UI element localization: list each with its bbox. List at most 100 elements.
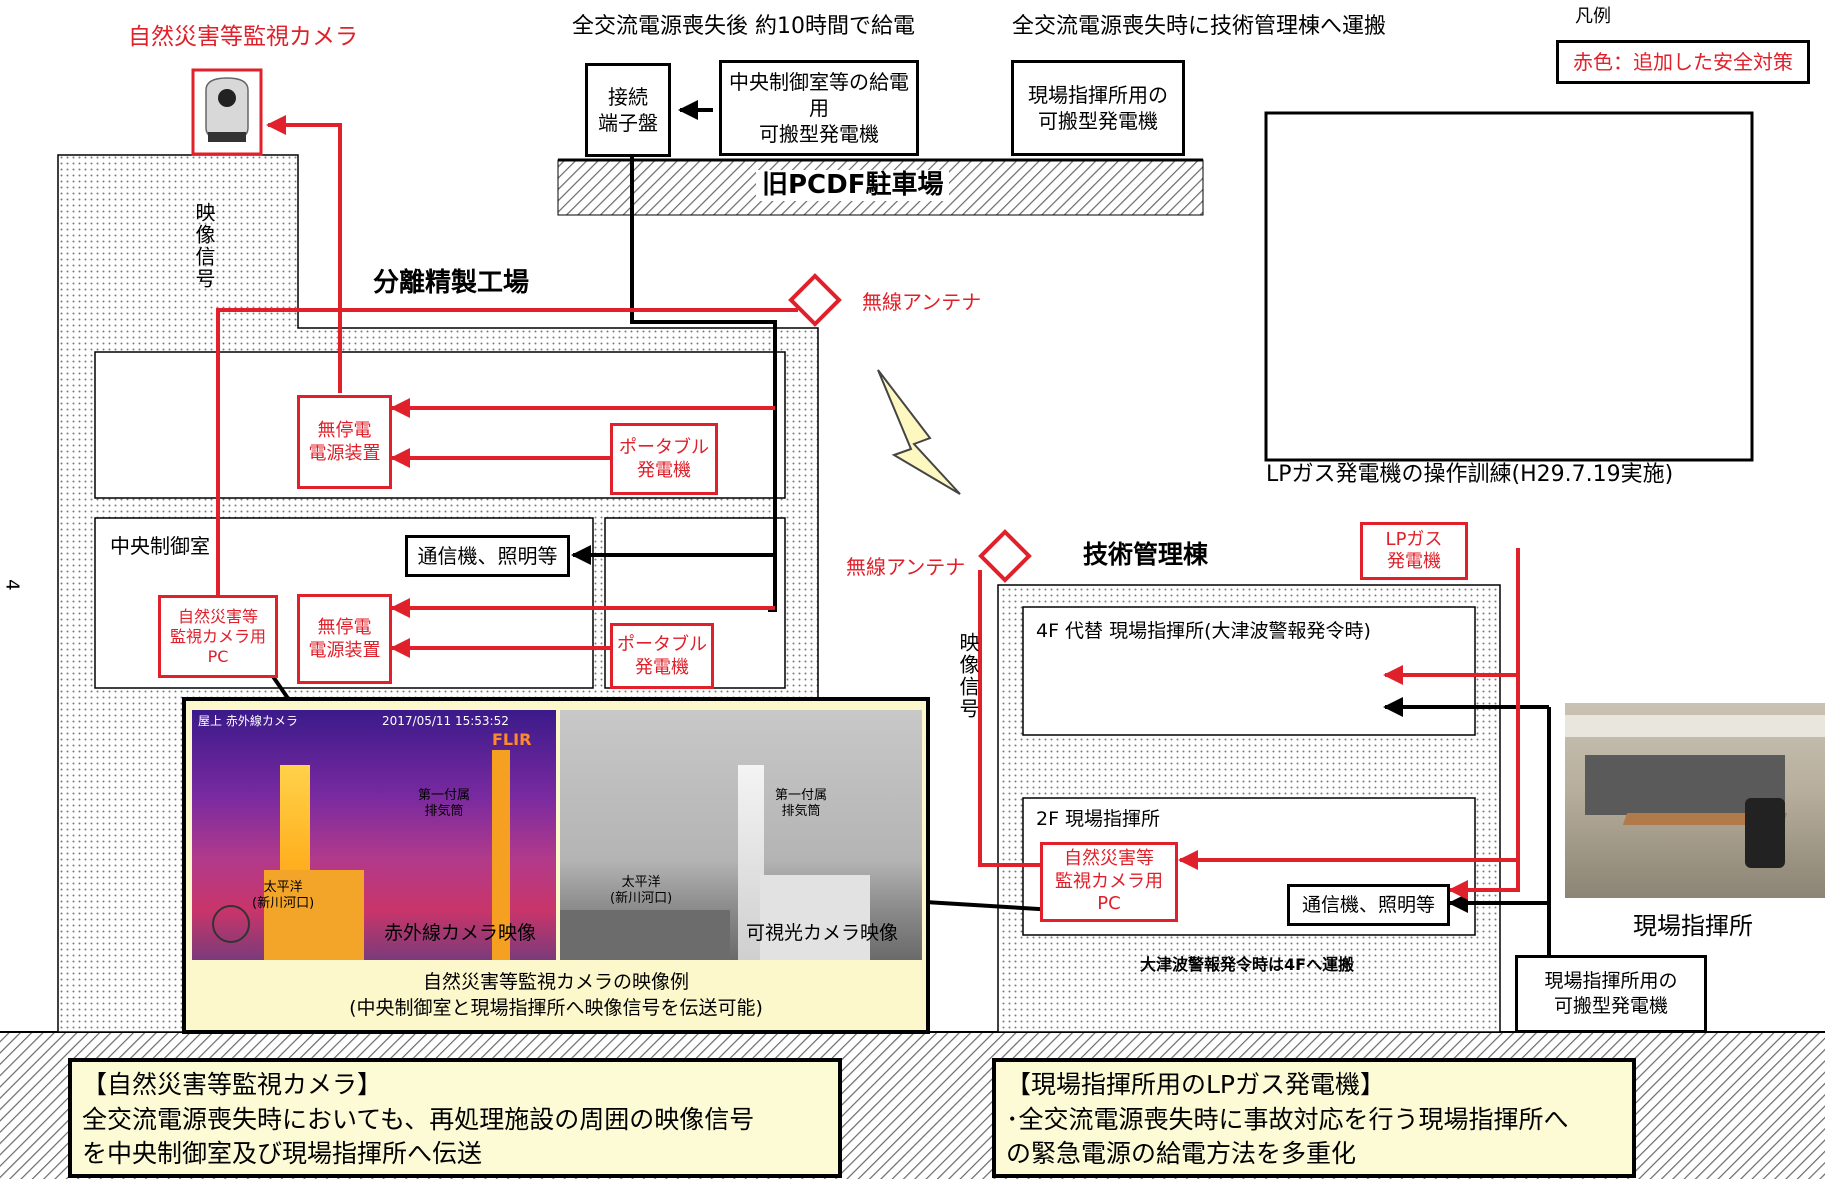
ir-sea-label: 太平洋(新川河口) [252, 880, 314, 911]
control-room-label: 中央制御室 [110, 534, 210, 558]
ir-stack-label: 第一付属排気筒 [418, 788, 470, 819]
tech-camera-pc: 自然災害等 監視カメラ用 PC [1040, 842, 1178, 922]
photo-chair-shape [1745, 798, 1785, 868]
photo-ceiling-shape [1565, 715, 1825, 737]
tech-title: 技術管理棟 [1083, 540, 1209, 569]
training-photo [1264, 111, 1754, 462]
ir-header: 屋上 赤外線カメラ [198, 714, 298, 728]
visible-camera-image: 第一付属排気筒 太平洋(新川河口) 可視光カメラ映像 [560, 710, 922, 960]
note-camera: 【自然災害等監視カメラ】 全交流電源喪失時においても、再処理施設の周囲の映像信号… [68, 1058, 842, 1178]
plant-antenna-shape [788, 273, 842, 327]
site-portable-generator-top: 現場指揮所用の 可搬型発電機 [1011, 60, 1185, 156]
ir-stack-label-line2: 排気筒 [424, 803, 464, 819]
vis-stack-label: 第一付属排気筒 [775, 788, 827, 819]
portable-generator-lower: ポータブル 発電機 [610, 623, 714, 689]
site-generator-top-line1: 現場指揮所用の [1028, 83, 1168, 107]
vis-stack-label-line1: 第一付属 [775, 788, 828, 803]
portable-upper-line2: 発電機 [637, 460, 691, 481]
ups-upper: 無停電 電源装置 [297, 395, 392, 489]
note-camera-line2: を中央制御室及び現場指揮所へ伝送 [82, 1139, 483, 1168]
site-portable-generator: 現場指揮所用の 可搬型発電機 [1515, 955, 1707, 1033]
portable-lower-line2: 発電機 [635, 657, 689, 678]
vis-stack-shape [738, 765, 764, 960]
ir-brand: FLIR [492, 730, 532, 749]
ir-sea-label-line2: (新川河口) [252, 895, 315, 911]
tech-camera-pc-line1: 自然災害等 [1064, 848, 1154, 870]
plant-camera-pc-line2: 監視カメラ用 [169, 626, 266, 646]
vis-caption: 可視光カメラ映像 [746, 922, 899, 944]
ups-lower-line1: 無停電 [317, 616, 372, 638]
terminal-board-line1: 接続 [608, 85, 648, 109]
ir-tower-shape [492, 750, 510, 960]
vis-sea-label-line2: (新川河口) [610, 890, 673, 906]
ups-upper-line1: 無停電 [317, 419, 372, 441]
vis-ground-shape [560, 910, 730, 960]
wireless-bolt [877, 369, 961, 495]
legend-red-item: 赤色：追加した安全対策 [1556, 40, 1810, 84]
site-generator-line1: 現場指揮所用の [1544, 970, 1678, 993]
terminal-board-line2: 端子盤 [598, 111, 658, 135]
lp-generator-line2: 発電機 [1387, 551, 1441, 572]
parking-label: 旧PCDF駐車場 [756, 170, 950, 202]
page-number: 4 [1, 579, 23, 591]
portable-upper-line1: ポータブル [619, 436, 709, 458]
central-portable-generator: 中央制御室等の給電用 可搬型発電機 [719, 60, 919, 156]
lp-generator-line1: LPガス [1385, 529, 1443, 551]
tech-antenna-shape [978, 529, 1032, 583]
vis-sea-label: 太平洋(新川河口) [610, 875, 672, 906]
camera-icon [191, 68, 263, 156]
note-lp-title: 【現場指揮所用のLPガス発電機】 [1006, 1070, 1386, 1099]
ir-caption: 赤外線カメラ映像 [384, 922, 537, 944]
plant-camera-pc-line3: PC [207, 646, 229, 666]
vis-building-shape [760, 875, 870, 960]
note-camera-title: 【自然災害等監視カメラ】 [82, 1070, 383, 1099]
tech-video-signal: 映像信号 [956, 632, 980, 720]
ir-camera-image: 屋上 赤外線カメラ 2017/05/11 15:53:52 FLIR 第一付属排… [192, 710, 556, 960]
video-caption: 自然災害等監視カメラの映像例 (中央制御室と現場指揮所へ映像信号を伝送可能) [182, 970, 930, 1021]
ir-timestamp: 2017/05/11 15:53:52 [382, 714, 509, 728]
note-lp-line1: ･全交流電源喪失時に事故対応を行う現場指揮所へ [1006, 1104, 1569, 1134]
site-generator-top-line2: 可搬型発電機 [1038, 109, 1158, 133]
tsunami-note: 大津波警報発令時は4Fへ運搬 [1140, 955, 1355, 974]
vis-sea-label-line1: 太平洋 [621, 875, 661, 890]
lp-gas-generator: LPガス 発電機 [1360, 522, 1468, 580]
plant-antenna-label: 無線アンテナ [862, 290, 982, 314]
legend-title: 凡例 [1575, 6, 1611, 27]
plant-title: 分離精製工場 [373, 268, 530, 298]
central-generator-line1: 中央制御室等の給電用 [729, 70, 909, 120]
terminal-board: 接続 端子盤 [585, 63, 671, 157]
ir-building-shape [264, 870, 364, 960]
ups-upper-line2: 電源装置 [308, 443, 381, 464]
ir-dish-icon [212, 905, 250, 943]
legend-red-item-label: 赤色：追加した安全対策 [1573, 50, 1793, 74]
tech-comm-light-label: 通信機、照明等 [1301, 893, 1435, 916]
portable-lower-line1: ポータブル [617, 633, 707, 655]
ups-lower-line2: 電源装置 [308, 640, 381, 661]
plant-camera-pc: 自然災害等 監視カメラ用 PC [158, 595, 278, 678]
command-post-photo [1565, 703, 1825, 898]
note-camera-line1: 全交流電源喪失時においても、再処理施設の周囲の映像信号 [82, 1104, 755, 1134]
central-generator-line2: 可搬型発電機 [759, 122, 879, 146]
tech-camera-pc-line2: 監視カメラ用 [1055, 870, 1163, 892]
ups-lower: 無停電 電源装置 [297, 594, 392, 684]
caption-transport: 全交流電源喪失時に技術管理棟へ運搬 [1012, 14, 1387, 39]
camera-label: 自然災害等監視カメラ [128, 24, 358, 50]
note-lp-generator: 【現場指揮所用のLPガス発電機】 ･全交流電源喪失時に事故対応を行う現場指揮所へ… [992, 1058, 1636, 1178]
training-caption: LPガス発電機の操作訓練(H29.7.19実施) [1266, 462, 1674, 487]
tech-antenna-label: 無線アンテナ [846, 555, 966, 579]
ir-sea-label-line1: 太平洋 [263, 880, 303, 895]
tech-floor2-label: 2F 現場指揮所 [1036, 808, 1161, 830]
video-caption-line1: 自然災害等監視カメラの映像例 [422, 971, 689, 993]
plant-comm-light-label: 通信機、照明等 [417, 544, 558, 568]
plant-camera-pc-line1: 自然災害等 [177, 606, 258, 626]
note-lp-line2: の緊急電源の給電方法を多重化 [1006, 1139, 1357, 1168]
tech-camera-pc-line3: PC [1097, 893, 1121, 915]
video-caption-line2: (中央制御室と現場指揮所へ映像信号を伝送可能) [349, 996, 763, 1019]
portable-generator-upper: ポータブル 発電機 [610, 423, 718, 495]
tech-floor4-label: 4F 代替 現場指揮所(大津波警報発令時) [1036, 620, 1371, 642]
plant-video-signal: 映像信号 [192, 202, 216, 290]
ir-stack-label-line1: 第一付属 [418, 788, 471, 803]
tech-comm-light: 通信機、照明等 [1287, 884, 1450, 926]
plant-comm-light: 通信機、照明等 [405, 535, 570, 577]
